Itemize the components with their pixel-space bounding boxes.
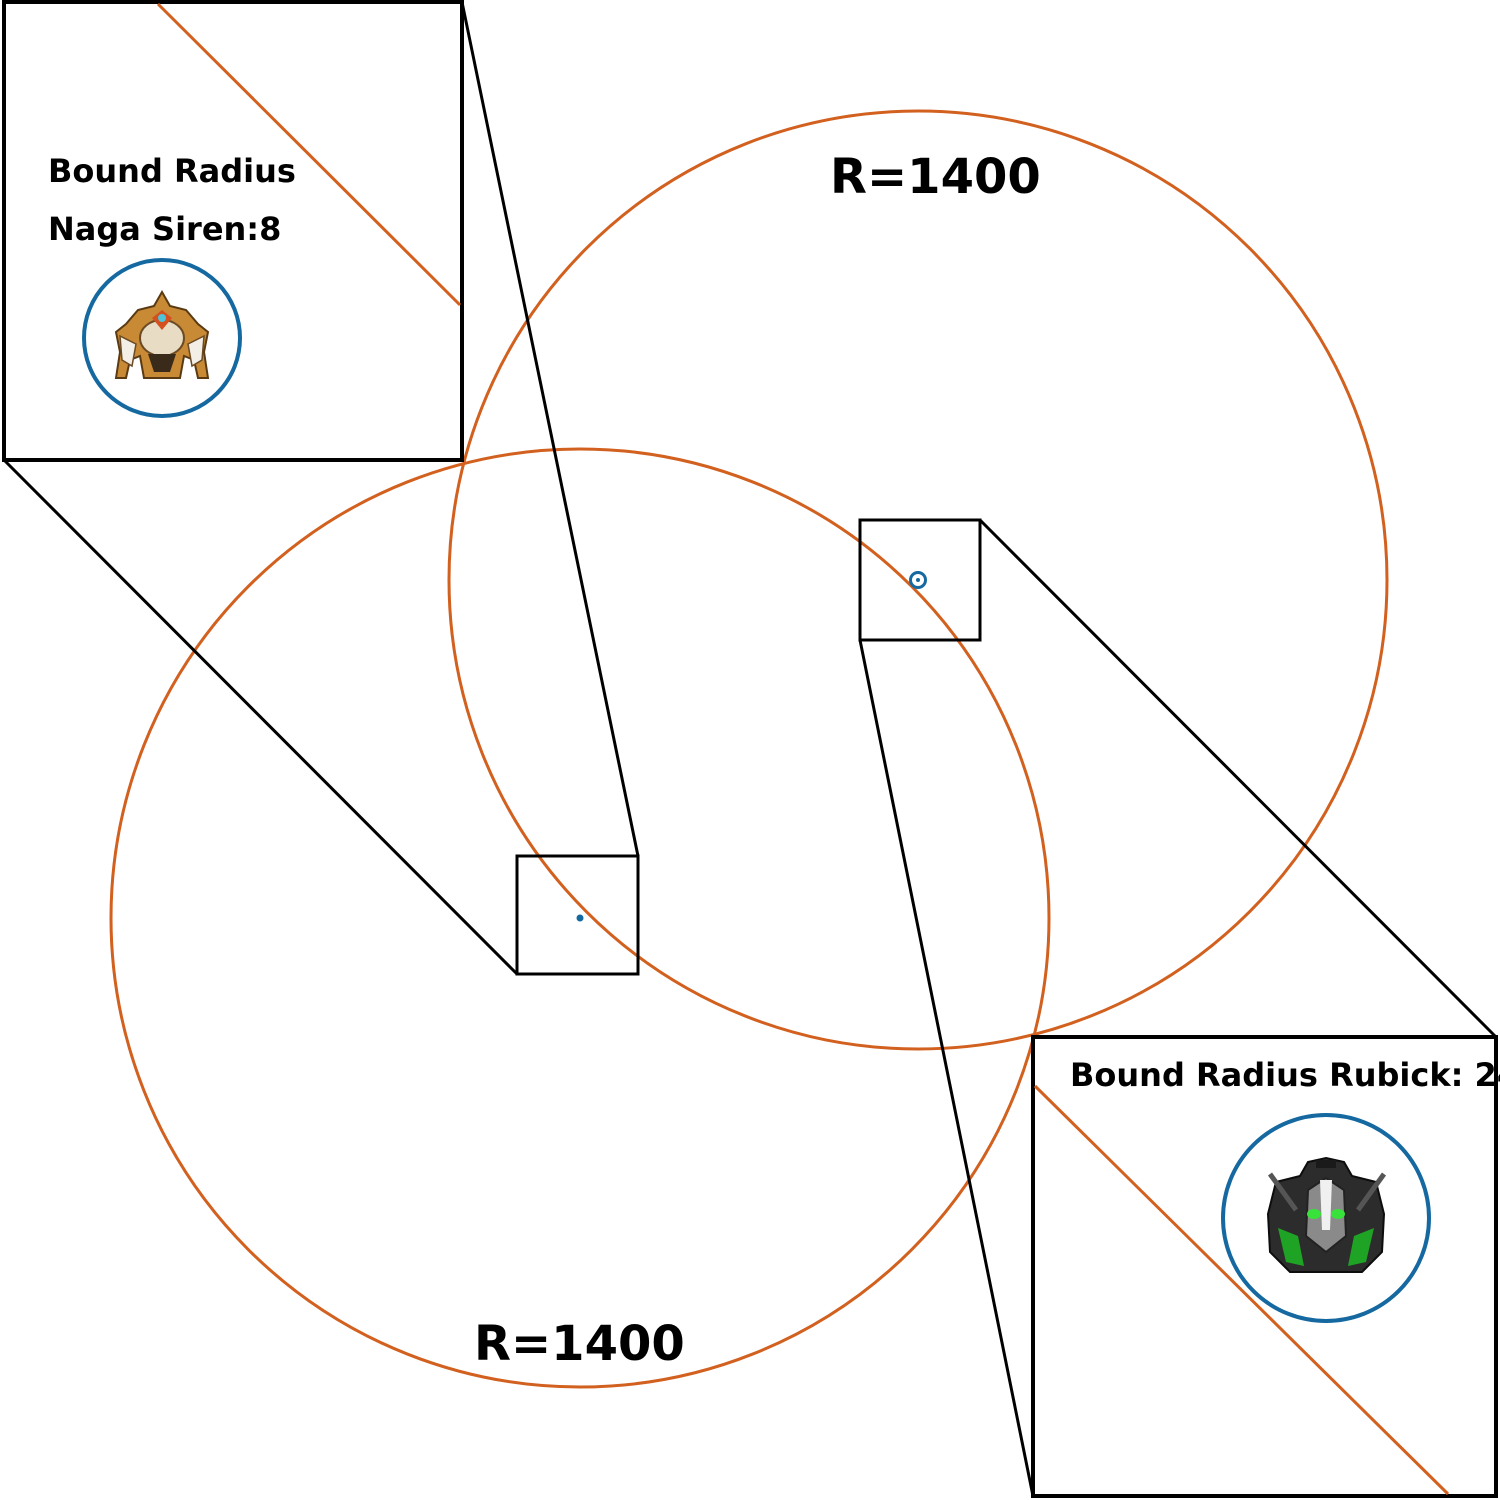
inset-rubick-range-arc [1033, 1084, 1450, 1496]
naga-label-line1: Bound Radius [48, 152, 296, 190]
zoom-box-naga-source [515, 854, 640, 976]
range-circle-lower [109, 447, 1051, 1389]
naga-bound-dot [576, 914, 584, 922]
inset-naga-range-arc [156, 2, 462, 307]
rubick-bound-circle-small [909, 571, 927, 589]
inset-naga: Bound Radius Naga Siren:8 [2, 0, 464, 462]
range-circle-upper [447, 109, 1389, 1051]
range-label-lower: R=1400 [474, 1316, 685, 1372]
rubick-bound-circle [1221, 1113, 1431, 1323]
rubick-label: Bound Radius Rubick: 24 [1070, 1056, 1500, 1094]
range-label-upper: R=1400 [830, 149, 1041, 205]
naga-label-line2: Naga Siren:8 [48, 210, 281, 248]
naga-bound-circle [82, 258, 242, 418]
rubick-portrait-icon [1266, 1156, 1387, 1273]
inset-rubick: Bound Radius Rubick: 24 [1031, 1035, 1500, 1498]
rubick-center-dot [916, 578, 920, 582]
zoom-box-rubick-source [858, 518, 982, 642]
naga-siren-portrait-icon [114, 289, 210, 379]
